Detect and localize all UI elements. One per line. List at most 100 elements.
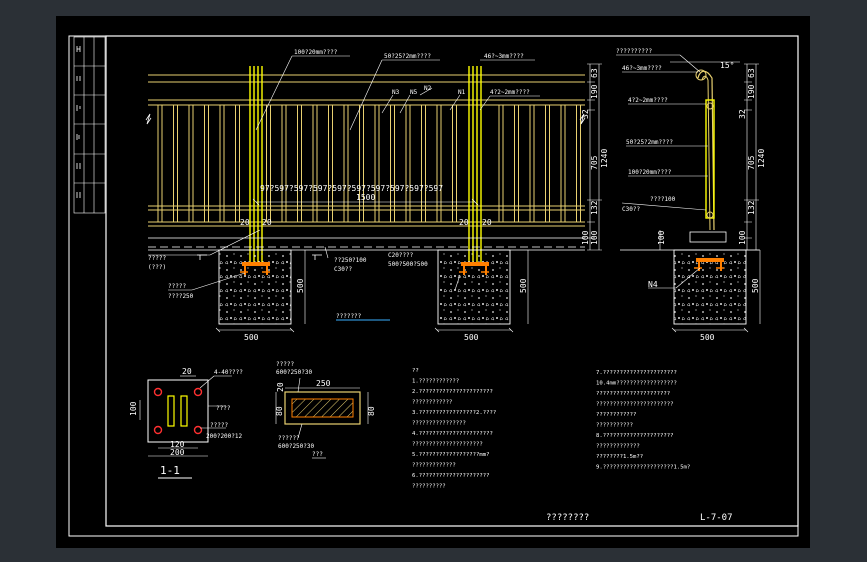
lbl-mid-pipe: 50?25?2mm???? [384, 53, 431, 60]
dim-100a: 100 [581, 230, 590, 245]
dim-20a: 20 [240, 218, 250, 227]
lbl-anchor-2: ????250 [168, 293, 194, 300]
side-post-inner [701, 75, 711, 231]
lbl-flat-top: 46?~3mm???? [484, 53, 524, 60]
dim-190: 190 [590, 84, 599, 99]
side-dim-1240: 1240 [757, 149, 766, 168]
side-curb [689, 231, 727, 243]
sec11-dim-100: 100 [129, 401, 138, 416]
note-line: ??????????????????????? [596, 402, 673, 408]
side-base-plate [694, 258, 724, 271]
lbl-conc-1: ??250?100 [334, 257, 367, 264]
lbl-plate-2: 500?500?500 [388, 261, 428, 268]
footing-left [218, 249, 292, 325]
break-mark-right [579, 113, 586, 125]
dims-1-1 [139, 375, 232, 457]
lbl-n5: N5 [410, 89, 418, 96]
dim-500-w2: 500 [464, 333, 479, 342]
note-line: 8.????????????????????? [596, 433, 673, 439]
note-line: ???????????? [412, 400, 452, 406]
note-line: 1.???????????? [412, 379, 459, 385]
secb-dim-250: 250 [316, 379, 331, 388]
note-line: ????????????? [596, 444, 640, 450]
dim-500-h1: 500 [296, 278, 305, 293]
sec11-note4: 200?200?12 [206, 433, 243, 440]
side-lbl-flat: 46?~3mm???? [622, 65, 662, 72]
note-line: ?? [412, 368, 419, 374]
note-line: 2.?????????????????????? [412, 389, 493, 395]
dim-63: 63 [590, 68, 599, 78]
sec11-dim-20: 20 [182, 367, 192, 376]
dimensions-elevation [215, 63, 602, 333]
secb-title: ??? [312, 451, 323, 458]
secb-note4: 600?250?30 [278, 443, 315, 450]
inner-frame [105, 35, 799, 527]
dim-100b: 100 [590, 230, 599, 245]
lbl-n3: N3 [392, 89, 400, 96]
railing-side-view: ?????????? 46?~3mm???? 4?2~2mm???? 50?25… [616, 48, 766, 342]
dim-132: 132 [590, 200, 599, 215]
dim-20b: 20 [262, 218, 272, 227]
side-dim-63: 63 [747, 68, 756, 78]
curb-outer [284, 391, 361, 425]
dim-705: 705 [590, 155, 599, 170]
side-dim-500w: 500 [700, 333, 715, 342]
note-line: 4.?????????????????????? [412, 431, 493, 437]
side-dim-15: 15° [720, 61, 734, 70]
sec11-dim-120: 120 [170, 440, 185, 449]
title-block-code: L-7-07 [700, 513, 733, 523]
lbl-under: ??????? [336, 313, 362, 320]
dim-20d: 20 [482, 218, 492, 227]
dim-1240: 1240 [600, 149, 609, 168]
lbl-anchor-1: ????? [168, 283, 186, 290]
lbl-base-2: (???) [148, 264, 166, 271]
side-dim-132: 132 [747, 200, 756, 215]
footing-right [437, 249, 511, 325]
side-lbl-pipe: 50?25?2mm???? [626, 139, 673, 146]
note-line: 9.?????????????????????1.5m? [596, 465, 690, 471]
note-line: ????????1.5m?? [596, 454, 643, 460]
secb-dim-20: 20 [276, 382, 285, 392]
side-lbl-pipe2: 100?20mm???? [628, 169, 672, 176]
lbl-base-1: ????? [148, 255, 166, 262]
side-lbl-flat2: 4?2~2mm???? [628, 97, 668, 104]
dim-500-h2: 500 [519, 278, 528, 293]
note-line: 7.?????????????????????? [596, 370, 677, 376]
rails [148, 74, 585, 227]
note-line: 10.4mm?????????????????? [596, 381, 677, 387]
secb-dim-80a: 80 [275, 406, 284, 416]
side-lbl-conc: ????100 [650, 196, 676, 203]
notes-right: 7.?????????????????????? 10.4mm?????????… [596, 370, 690, 471]
note-line: ????????????????????? [412, 442, 483, 448]
ground-symbol-2 [312, 254, 322, 260]
section-1-1: 4-40???? ???? ????? 200?200?12 20 100 12… [129, 367, 243, 479]
sec11-note3: ????? [210, 422, 228, 429]
dim-1500: 1500 [356, 193, 375, 202]
title-block-name: ???????? [546, 513, 589, 523]
leaders-side [616, 54, 761, 333]
secb-dim-80b: 80 [367, 406, 376, 416]
lbl-flat-2: 4?2~2mm???? [490, 89, 530, 96]
side-dim-32: 32 [738, 109, 747, 119]
side-dim-705: 705 [747, 155, 756, 170]
leaders-elevation [148, 55, 540, 291]
lbl-n2: N2 [424, 85, 432, 92]
anchor-bolts [153, 387, 203, 435]
dim-20c: 20 [459, 218, 469, 227]
side-lbl-top: ?????????? [616, 48, 653, 55]
posts [249, 66, 482, 262]
side-lbl-conc2: C30?? [622, 206, 640, 213]
curb-core [291, 398, 354, 418]
sec11-title: 1-1 [160, 464, 180, 477]
note-line: ???????????? [596, 412, 636, 418]
spacing-text: 97?597?597?597?597?597?597?597?597?597 [260, 184, 443, 193]
ground-symbol-1 [197, 254, 207, 260]
side-dim-100a: 100 [657, 230, 666, 245]
plate-slot-left [167, 395, 175, 427]
note-line: 3.?????????????????2.???? [412, 410, 496, 416]
dim-32: 32 [581, 109, 590, 119]
note-line: ?????????????????????? [596, 391, 670, 397]
note-line: ???????????????? [412, 421, 466, 427]
side-dim-100b: 100 [738, 230, 747, 245]
base-plate-right [459, 262, 489, 275]
